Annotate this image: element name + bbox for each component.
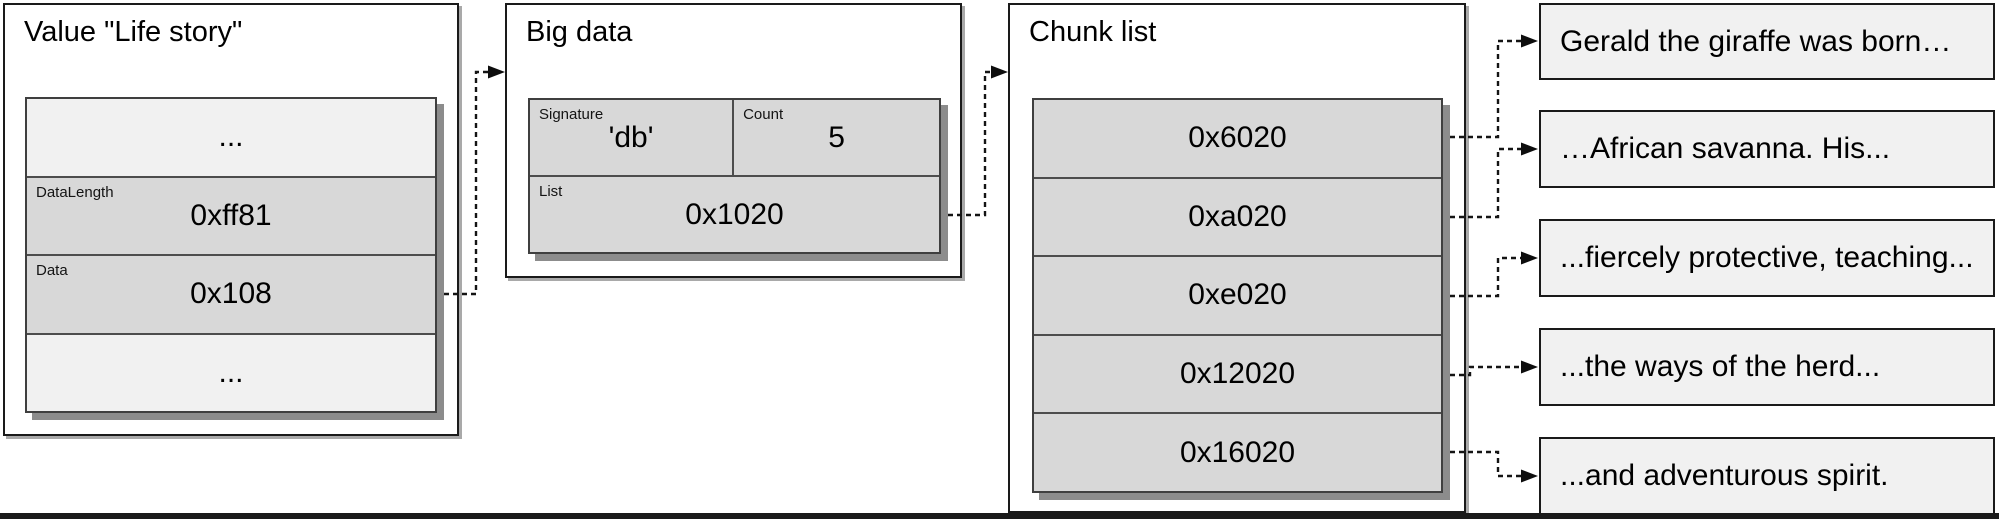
ellipsis-top-value: ... xyxy=(218,120,244,154)
value-row-ellipsis-top: ... xyxy=(27,99,435,178)
value-row-datalength: DataLength 0xff81 xyxy=(27,177,435,256)
value-row-ellipsis-bottom: ... xyxy=(27,334,435,411)
datalength-value: 0xff81 xyxy=(190,198,272,232)
big-data-header-row: Signature 'db' Count 5 xyxy=(530,100,939,177)
data-chunk-box-3: ...the ways of the herd... xyxy=(1539,328,1995,406)
count-value: 5 xyxy=(828,120,845,154)
arrowhead-chunk0-to-text0 xyxy=(1521,34,1538,48)
count-cell: Count 5 xyxy=(734,100,939,175)
arrowhead-chunk2-to-text2 xyxy=(1521,251,1538,265)
chunk-list-box: Chunk list 0x6020 0xa020 0xe020 0x12020 … xyxy=(1008,3,1466,513)
data-label: Data xyxy=(36,262,68,279)
arrowhead-list-to-chunklist xyxy=(991,65,1008,79)
arrowhead-chunk4-to-text4 xyxy=(1521,469,1538,483)
signature-cell: Signature 'db' xyxy=(530,100,735,175)
ellipsis-bottom-value: ... xyxy=(218,355,244,389)
signature-value: 'db' xyxy=(608,120,654,154)
arrowhead-data-to-bigdata xyxy=(488,65,505,79)
signature-label: Signature xyxy=(539,106,604,123)
data-chunk-box-1: …African savanna. His... xyxy=(1539,110,1995,188)
big-data-table: Signature 'db' Count 5 List 0x1020 xyxy=(528,98,941,254)
chunk-offset-3: 0x12020 xyxy=(1179,357,1296,391)
chunk-row-1: 0xa020 xyxy=(1034,178,1441,258)
value-row-data: Data 0x108 xyxy=(27,256,435,335)
datalength-label: DataLength xyxy=(36,183,114,201)
value-record-box: Value "Life story" ... DataLength 0xff81… xyxy=(3,3,459,436)
chunk-offset-4: 0x16020 xyxy=(1179,435,1296,469)
arrowhead-chunk1-to-text1 xyxy=(1521,142,1538,156)
value-box-title: Value "Life story" xyxy=(24,16,243,48)
value-record-table: ... DataLength 0xff81 Data 0x108 ... xyxy=(25,97,437,413)
count-label: Count xyxy=(743,106,784,123)
chunk-row-0: 0x6020 xyxy=(1034,100,1441,179)
big-data-title: Big data xyxy=(526,16,633,48)
data-chunk-text-1: …African savanna. His... xyxy=(1560,132,1891,165)
data-chunk-box-0: Gerald the giraffe was born… xyxy=(1539,3,1995,80)
chunk-offset-0: 0x6020 xyxy=(1188,121,1287,155)
list-value: 0x1020 xyxy=(685,197,784,231)
chunk-row-4: 0x16020 xyxy=(1034,414,1441,491)
chunk-list-title: Chunk list xyxy=(1029,16,1157,48)
data-chunk-text-0: Gerald the giraffe was born… xyxy=(1560,24,1952,58)
big-data-box: Big data Signature 'db' Count 5 List 0x1… xyxy=(505,3,962,278)
chunk-row-3: 0x12020 xyxy=(1034,335,1441,415)
data-chunk-text-3: ...the ways of the herd... xyxy=(1560,350,1881,383)
chunk-offset-2: 0xe020 xyxy=(1188,278,1287,312)
chunk-row-2: 0xe020 xyxy=(1034,257,1441,336)
chunk-list-table: 0x6020 0xa020 0xe020 0x12020 0x16020 xyxy=(1032,98,1443,493)
arrowhead-chunk3-to-text3 xyxy=(1521,360,1538,374)
bottom-border-line xyxy=(0,513,1999,519)
data-chunk-box-2: ...fiercely protective, teaching... xyxy=(1539,219,1995,297)
list-label: List xyxy=(539,183,563,200)
data-chunk-text-4: ...and adventurous spirit. xyxy=(1560,459,1889,492)
data-value: 0x108 xyxy=(190,277,272,311)
data-chunk-box-4: ...and adventurous spirit. xyxy=(1539,437,1995,515)
list-row: List 0x1020 xyxy=(530,177,939,252)
chunk-offset-1: 0xa020 xyxy=(1188,199,1287,233)
data-chunk-text-2: ...fiercely protective, teaching... xyxy=(1560,241,1974,274)
